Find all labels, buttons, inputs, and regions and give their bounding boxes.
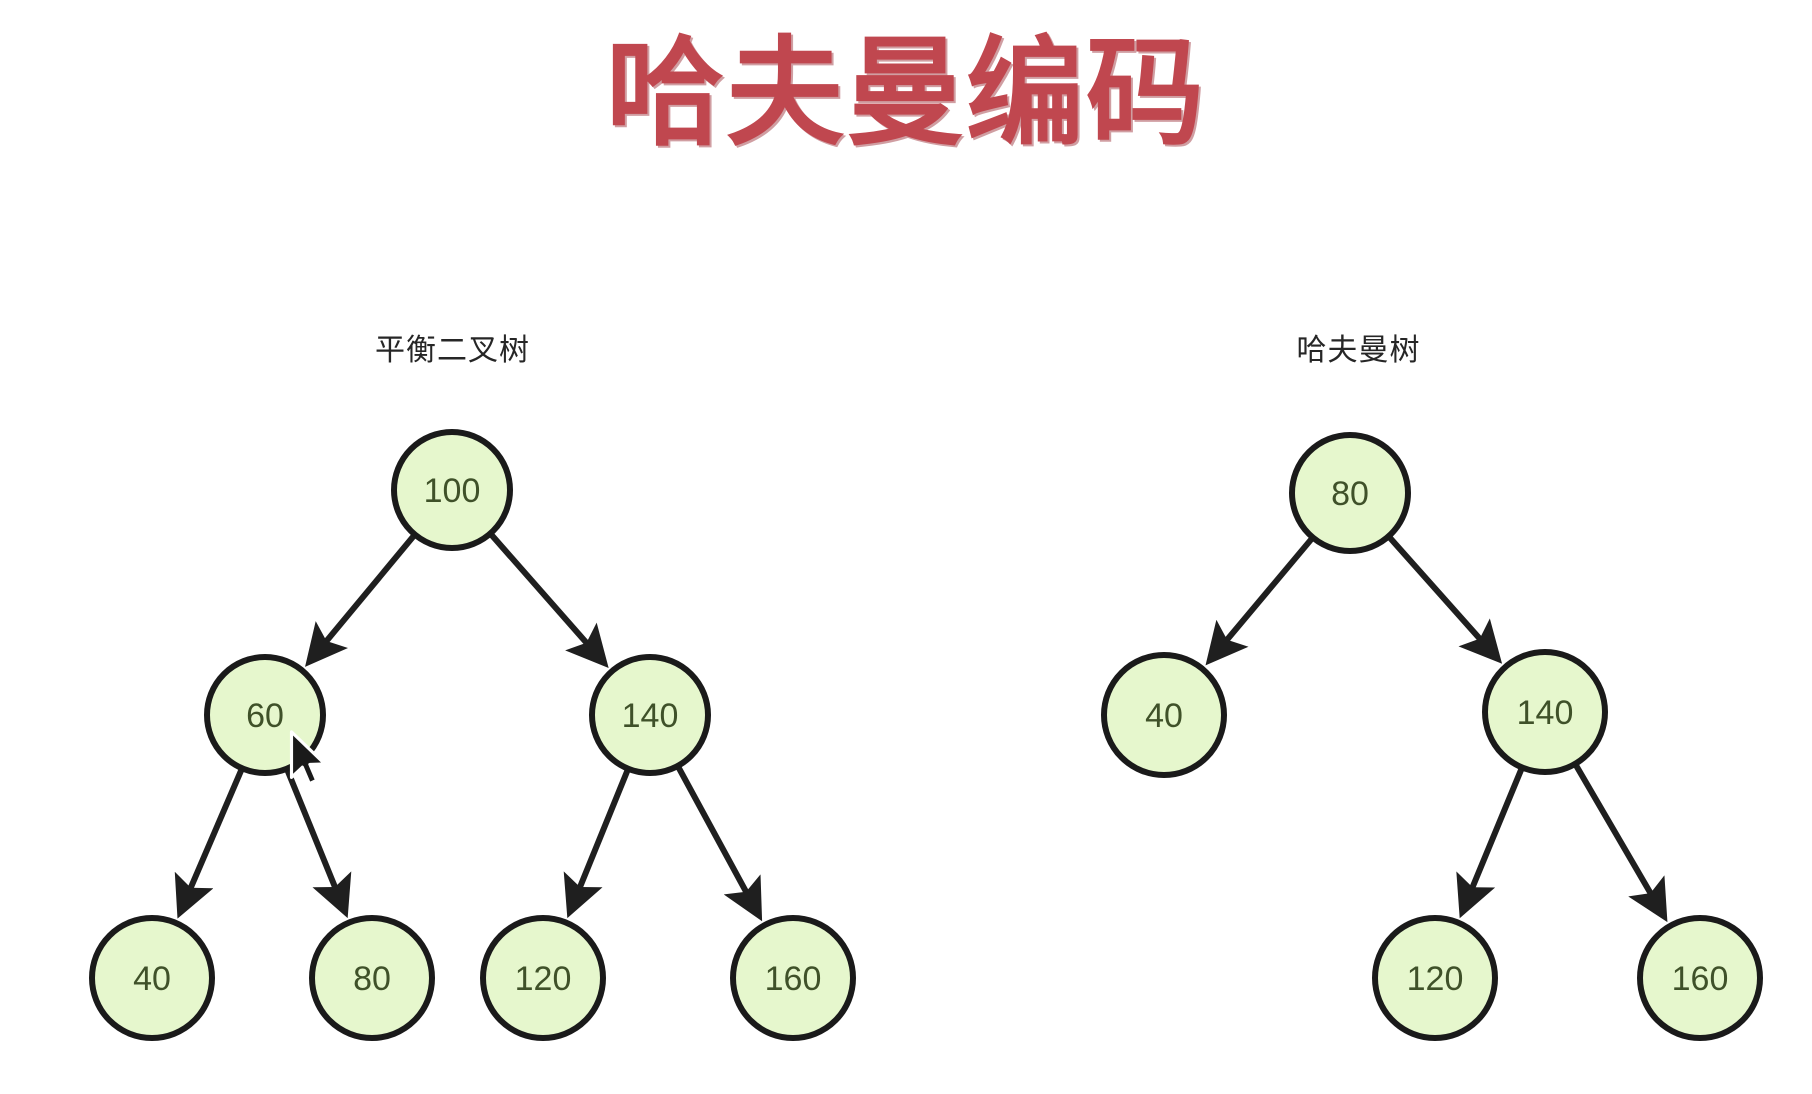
tree-node-circle[interactable] bbox=[589, 654, 711, 776]
tree-node-label: 80 bbox=[353, 960, 391, 998]
tree-edges-layer bbox=[174, 533, 1668, 923]
tree-node-circle[interactable] bbox=[730, 915, 856, 1041]
tree-edge-60-to-80 bbox=[284, 769, 352, 919]
tree-node-100[interactable]: 100 bbox=[391, 429, 513, 551]
tree-node-circle[interactable] bbox=[391, 429, 513, 551]
tree-edge-140-to-160 bbox=[676, 766, 763, 922]
tree-node-circle[interactable] bbox=[89, 915, 215, 1041]
tree-node-160[interactable]: 160 bbox=[1637, 915, 1763, 1041]
tree-node-80[interactable]: 80 bbox=[1289, 432, 1411, 554]
tree-node-140[interactable]: 140 bbox=[1482, 649, 1608, 775]
tree-node-circle[interactable] bbox=[1482, 649, 1608, 775]
tree-node-label: 120 bbox=[1407, 960, 1464, 998]
tree-caption-balanced: 平衡二叉树 bbox=[375, 334, 530, 367]
tree-edge-140-to-160 bbox=[1573, 764, 1668, 923]
tree-node-label: 140 bbox=[622, 697, 679, 735]
tree-node-140[interactable]: 140 bbox=[589, 654, 711, 776]
page-title: 哈夫曼编码 bbox=[605, 28, 1206, 160]
tree-node-label: 80 bbox=[1331, 475, 1369, 513]
tree-node-80[interactable]: 80 bbox=[309, 915, 435, 1041]
tree-edge-100-to-60 bbox=[305, 534, 416, 667]
tree-node-160[interactable]: 160 bbox=[730, 915, 856, 1041]
tree-node-60[interactable]: 60 bbox=[204, 654, 326, 776]
tree-node-label: 100 bbox=[424, 472, 481, 510]
tree-node-40[interactable]: 40 bbox=[1101, 652, 1227, 778]
tree-node-label: 140 bbox=[1517, 694, 1574, 732]
tree-node-label: 40 bbox=[1145, 697, 1183, 735]
tree-node-120[interactable]: 120 bbox=[1372, 915, 1498, 1041]
tree-edge-100-to-140 bbox=[489, 533, 609, 669]
tree-nodes-layer: 100 60 140 40 80 120 160 80 40 140 120 160 bbox=[89, 429, 1763, 1041]
tree-node-label: 120 bbox=[515, 960, 572, 998]
tree-node-40[interactable]: 40 bbox=[89, 915, 215, 1041]
tree-edge-140-to-120 bbox=[563, 769, 631, 919]
tree-edge-80-to-140 bbox=[1387, 535, 1503, 664]
tree-caption-huffman: 哈夫曼树 bbox=[1296, 334, 1421, 367]
tree-edge-60-to-40 bbox=[174, 768, 245, 919]
tree-node-circle[interactable] bbox=[480, 915, 606, 1041]
tree-node-label: 60 bbox=[246, 697, 284, 735]
tree-edge-140-to-120 bbox=[1456, 768, 1525, 919]
tree-edge-80-to-40 bbox=[1205, 537, 1314, 666]
tree-node-circle[interactable] bbox=[1101, 652, 1227, 778]
tree-node-120[interactable]: 120 bbox=[480, 915, 606, 1041]
tree-node-label: 40 bbox=[133, 960, 171, 998]
tree-node-circle[interactable] bbox=[1372, 915, 1498, 1041]
tree-node-label: 160 bbox=[765, 960, 822, 998]
tree-node-circle[interactable] bbox=[1637, 915, 1763, 1041]
tree-node-label: 160 bbox=[1672, 960, 1729, 998]
tree-node-circle[interactable] bbox=[309, 915, 435, 1041]
tree-node-circle[interactable] bbox=[1289, 432, 1411, 554]
